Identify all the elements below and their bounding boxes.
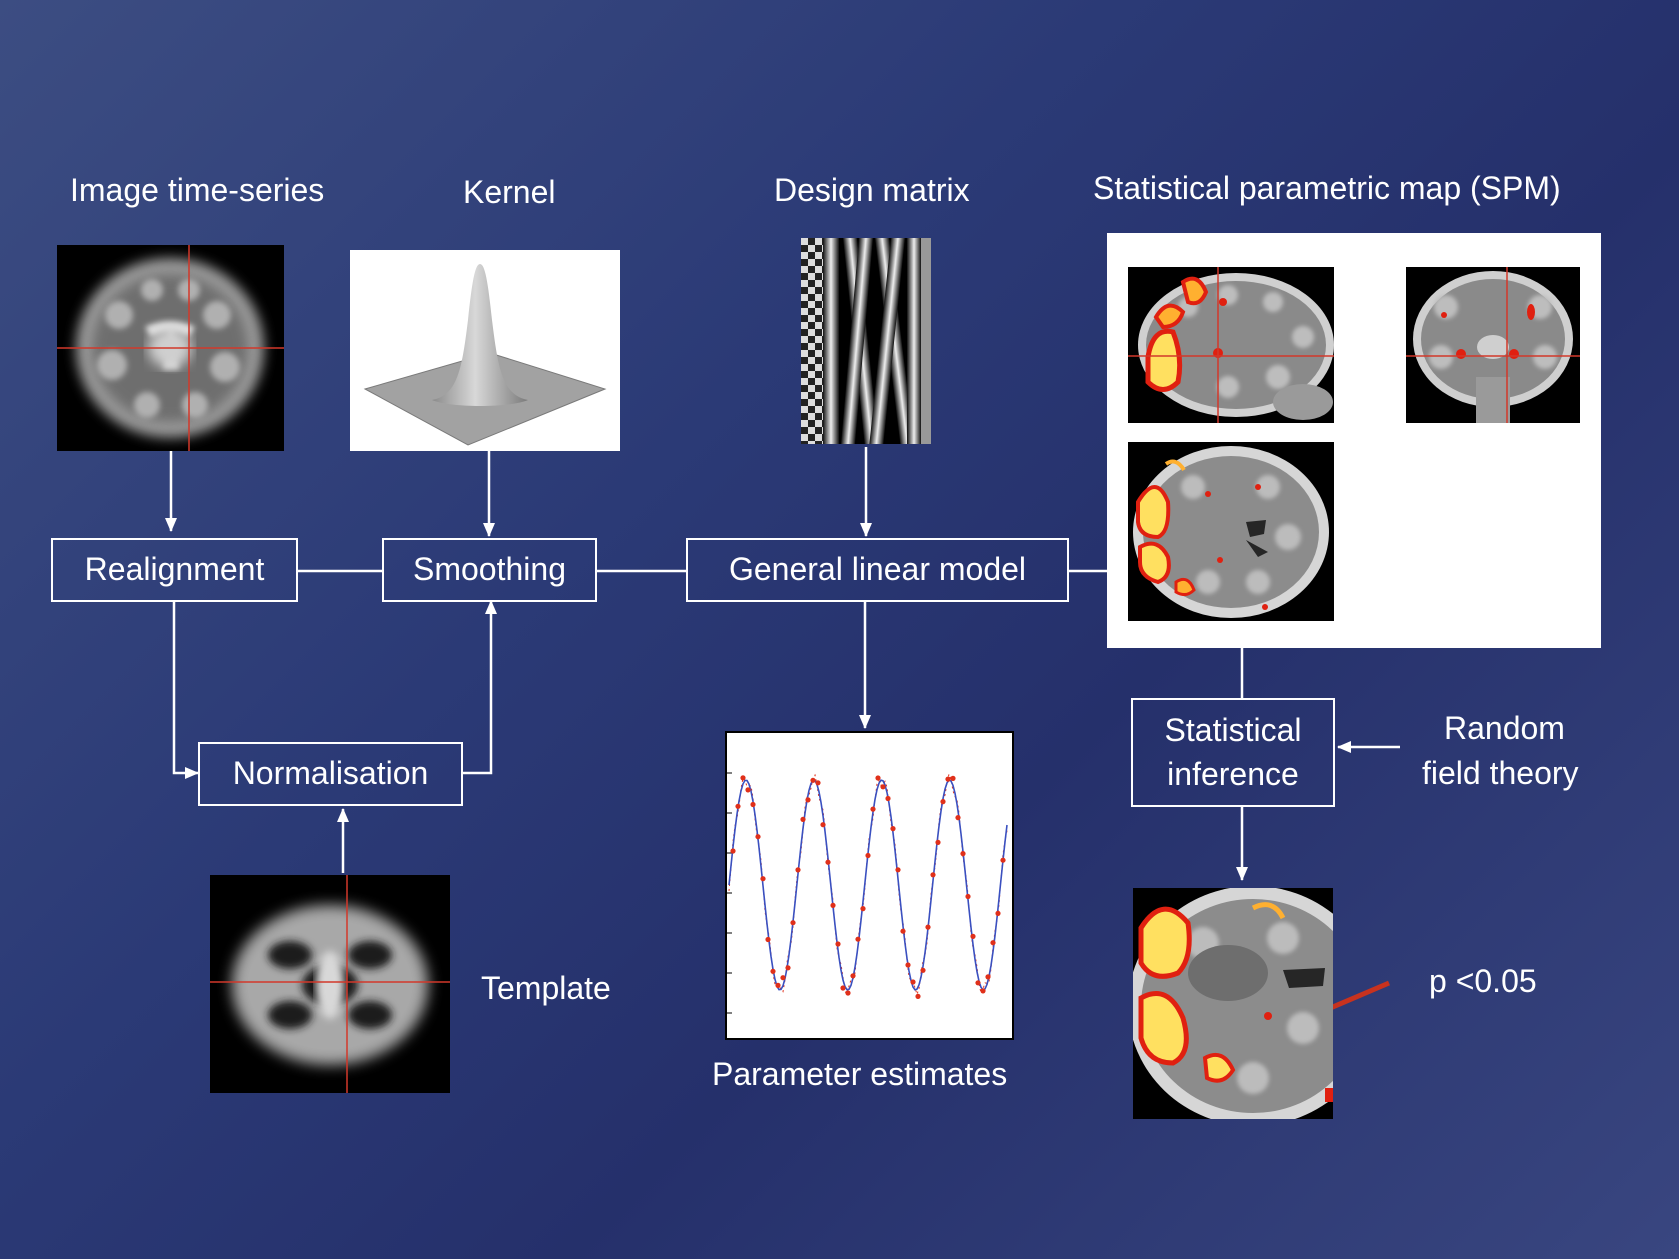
data-point xyxy=(785,965,791,971)
data-point xyxy=(950,775,956,781)
data-point xyxy=(760,876,766,882)
data-point xyxy=(820,822,826,828)
inference-label-line2: inference xyxy=(1167,755,1299,792)
data-point xyxy=(805,797,811,803)
data-point xyxy=(780,975,786,981)
data-point xyxy=(840,985,846,991)
spm-panel xyxy=(1107,233,1601,648)
data-point xyxy=(920,967,926,973)
spm-axial-slice xyxy=(1128,442,1334,621)
data-point xyxy=(990,940,996,946)
data-point xyxy=(930,872,936,878)
data-point xyxy=(980,988,986,994)
glm-label: General linear model xyxy=(728,551,1027,588)
statistical-inference-box: Statistical inference xyxy=(1131,698,1335,807)
gaussian-kernel-icon xyxy=(363,264,607,446)
label-parameter-estimates: Parameter estimates xyxy=(712,1056,1008,1092)
smoothing-label: Smoothing xyxy=(413,551,566,588)
spm-sagittal-slice xyxy=(1128,267,1334,423)
result-brain-icon xyxy=(1133,888,1333,1119)
data-point xyxy=(865,852,871,859)
data-point xyxy=(735,803,741,809)
data-point xyxy=(965,893,971,900)
data-point xyxy=(885,795,891,802)
data-point xyxy=(890,826,896,832)
design-matrix-icon xyxy=(801,238,931,444)
realignment-label: Realignment xyxy=(84,551,265,588)
data-point xyxy=(985,974,991,980)
spm-coronal-slice xyxy=(1406,267,1580,423)
data-point xyxy=(970,933,976,939)
data-point xyxy=(880,784,886,790)
arrow-normalisation-to-smoothing xyxy=(463,600,497,775)
data-point xyxy=(750,801,756,808)
data-point xyxy=(745,787,751,793)
inference-label-line1: Statistical xyxy=(1164,712,1302,749)
data-point xyxy=(740,775,746,781)
time-series-brain-image xyxy=(57,245,284,451)
inference-result-slice xyxy=(1133,888,1333,1119)
label-image-time-series: Image time-series xyxy=(70,172,325,208)
template-brain-icon xyxy=(210,875,450,1093)
data-point xyxy=(810,777,816,783)
label-p-value: p <0.05 xyxy=(1429,963,1537,999)
normalisation-label: Normalisation xyxy=(232,755,429,792)
label-rft-line2: field theory xyxy=(1422,755,1579,791)
data-point xyxy=(790,920,796,926)
data-point xyxy=(895,867,901,873)
design-matrix-image xyxy=(801,238,931,444)
normalisation-box: Normalisation xyxy=(198,742,463,806)
data-point xyxy=(825,859,831,865)
kernel-plot xyxy=(350,250,620,451)
data-point xyxy=(955,815,961,821)
data-point xyxy=(945,776,951,782)
data-point xyxy=(960,851,966,857)
data-point xyxy=(800,816,806,822)
label-spm: Statistical parametric map (SPM) xyxy=(1093,170,1561,206)
realignment-box: Realignment xyxy=(51,538,298,602)
data-point xyxy=(870,806,876,812)
data-point xyxy=(855,936,861,942)
data-point xyxy=(860,906,866,912)
smoothing-box: Smoothing xyxy=(382,538,597,602)
template-brain-image xyxy=(210,875,450,1093)
coronal-brain-icon xyxy=(1406,267,1580,423)
data-point xyxy=(875,775,881,781)
data-point xyxy=(775,982,781,988)
data-point xyxy=(830,902,836,908)
data-point xyxy=(850,973,856,979)
time-series-brain-icon xyxy=(57,245,284,451)
label-template: Template xyxy=(481,970,611,1006)
arrow-realignment-to-normalisation xyxy=(172,602,199,779)
label-rft-line1: Random xyxy=(1444,710,1565,746)
data-point xyxy=(925,924,931,930)
data-point xyxy=(795,867,801,873)
data-point xyxy=(935,839,941,845)
label-kernel: Kernel xyxy=(463,174,556,210)
glm-box: General linear model xyxy=(686,538,1069,602)
parameter-estimates-plot xyxy=(725,731,1014,1040)
data-point xyxy=(765,936,771,943)
sagittal-brain-icon xyxy=(1128,267,1334,423)
data-point xyxy=(910,979,916,985)
data-point xyxy=(975,980,981,986)
parameter-estimates-chart xyxy=(727,772,1008,1014)
data-point xyxy=(815,780,821,786)
data-point xyxy=(730,848,736,854)
data-point xyxy=(835,941,841,947)
data-point xyxy=(995,910,1001,916)
data-point xyxy=(770,968,776,974)
data-point xyxy=(755,834,761,840)
data-point xyxy=(905,962,911,968)
data-point xyxy=(915,993,921,999)
data-point xyxy=(845,990,851,996)
axial-brain-icon xyxy=(1133,446,1329,618)
data-point xyxy=(940,799,946,805)
data-point xyxy=(1000,857,1006,863)
label-design-matrix: Design matrix xyxy=(774,172,970,208)
data-point xyxy=(900,928,906,934)
